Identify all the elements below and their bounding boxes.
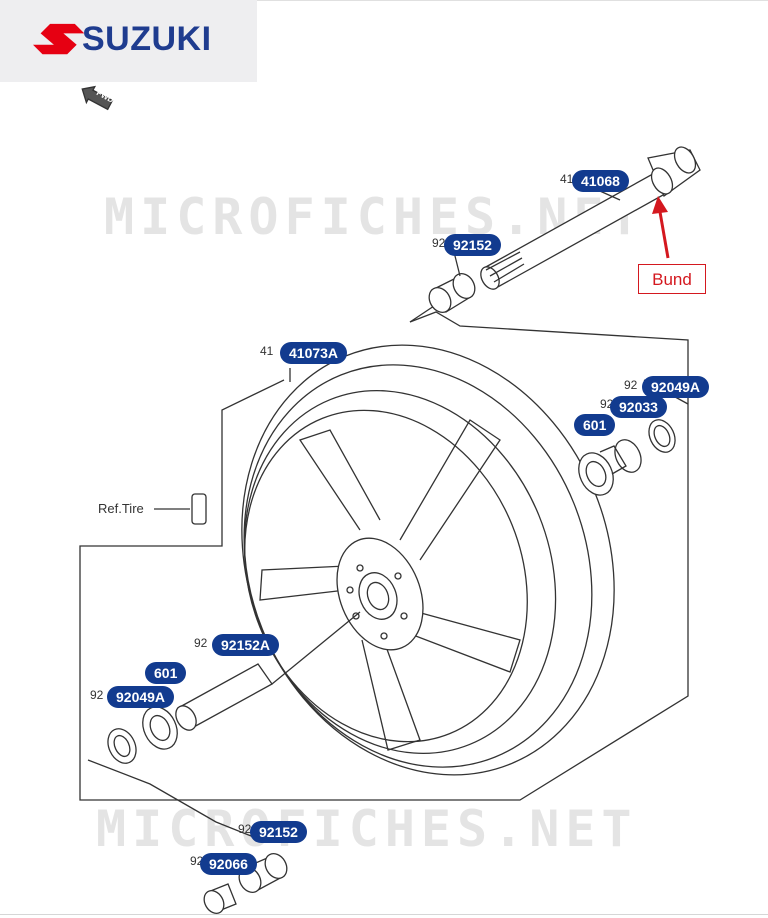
forward-arrow-icon <box>81 85 114 111</box>
part-badge-601-left[interactable]: 601 <box>145 662 187 684</box>
part-prefix: 92 <box>90 688 104 702</box>
bearing-left <box>87 706 257 839</box>
ref-tire-label: Ref.Tire <box>98 501 144 516</box>
bund-annotation: Bund <box>638 264 706 294</box>
part-prefix: 92 <box>194 636 208 650</box>
wheel-rim <box>241 344 615 776</box>
part-prefix: 92 <box>624 378 638 392</box>
top-rule <box>0 0 768 1</box>
bottom-rule <box>0 914 768 915</box>
frame-line <box>79 379 352 801</box>
bearing-right <box>578 379 689 496</box>
part-badge-92049a-left[interactable]: 92049A <box>107 686 175 708</box>
part-badge-92152-bottom[interactable]: 92152 <box>250 821 307 843</box>
part-badge-41073a[interactable]: 41073A <box>280 342 348 364</box>
frame-line <box>352 311 689 801</box>
bund-arrow-icon <box>652 196 670 259</box>
part-badge-601-right[interactable]: 601 <box>574 414 616 436</box>
part-prefix: 92 <box>432 236 446 250</box>
part-prefix: 92 <box>238 822 252 836</box>
part-badge-41068[interactable]: 41068 <box>572 170 629 192</box>
suzuki-s-logo-icon <box>33 23 85 55</box>
part-badge-92152-top[interactable]: 92152 <box>444 234 501 256</box>
part-prefix: 41 <box>560 172 574 186</box>
spacer-tube <box>175 611 361 731</box>
part-badge-92049a-right[interactable]: 92049A <box>642 376 710 398</box>
brand-header: SUZUKI <box>0 0 257 82</box>
part-prefix: 41 <box>260 344 274 358</box>
part-badge-92033[interactable]: 92033 <box>610 396 667 418</box>
axle-shaft <box>480 146 701 290</box>
tire-valve <box>154 493 207 525</box>
part-badge-92152a[interactable]: 92152A <box>212 634 280 656</box>
part-badge-92066[interactable]: 92066 <box>200 853 257 875</box>
watermark-bottom: MICROFICHES.NET <box>96 800 638 858</box>
brand-name: SUZUKI <box>82 20 212 58</box>
